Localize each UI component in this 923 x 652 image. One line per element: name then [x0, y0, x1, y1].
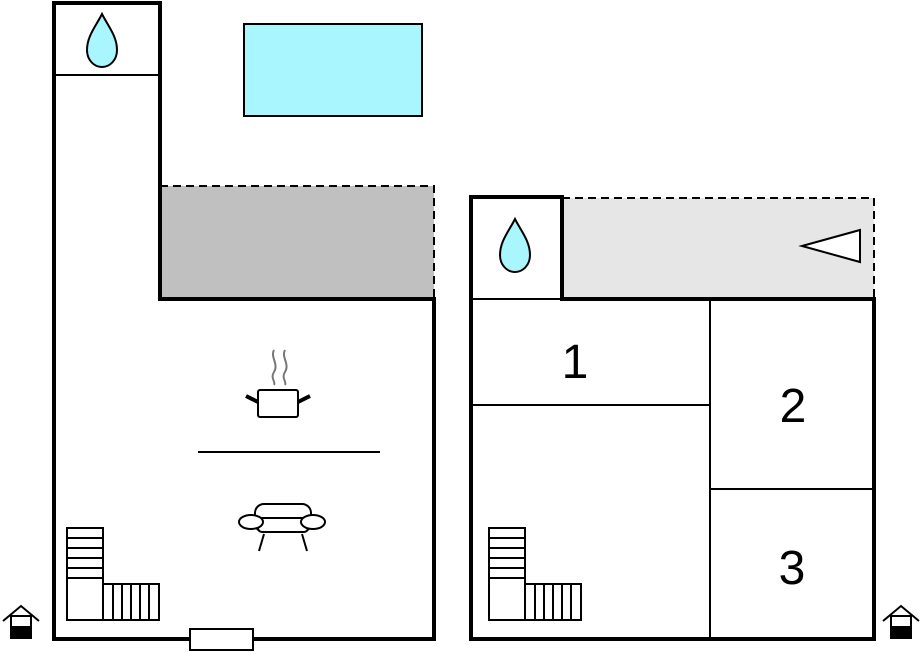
sofa-icon [238, 503, 326, 552]
entrance-door [189, 628, 254, 651]
house-entrance-icon [2, 604, 40, 639]
pool [243, 23, 423, 117]
cooking-pot-icon [245, 349, 311, 418]
water-drop-icon [498, 216, 532, 274]
room-label-3: 3 [779, 542, 806, 595]
upper-floor-walls [469, 195, 876, 641]
room-label-2: 2 [780, 380, 807, 433]
water-drop-icon [85, 11, 119, 69]
room-label-1: 1 [562, 336, 589, 389]
stairs-icon [66, 527, 160, 621]
terrace-ground-floor [160, 185, 435, 299]
triangle-marker-icon [798, 228, 861, 264]
ground-floor-walls [52, 1, 436, 641]
house-entrance-icon [882, 604, 920, 639]
stairs-icon [488, 527, 582, 621]
